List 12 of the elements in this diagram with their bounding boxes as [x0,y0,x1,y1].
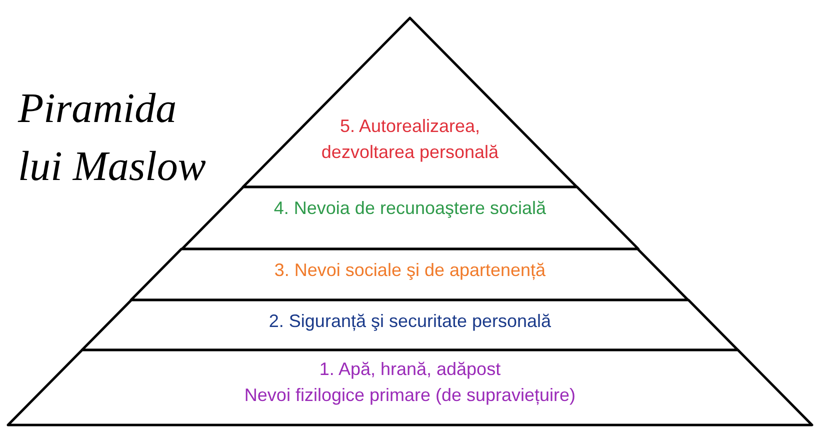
level-label: 1. Apă, hrană, adăpost [319,358,501,381]
pyramid-level [82,300,738,350]
pyramid-level [182,187,638,249]
level-label: 2. Siguranță şi securitate personală [268,310,552,333]
pyramid-level [8,350,812,425]
pyramid-level [131,249,689,300]
pyramid-title: Piramida lui Maslow [18,85,207,192]
pyramid-level [243,18,577,187]
level-label: 4. Nevoia de recunoaştere socială [274,197,546,220]
level-label: 3. Nevoi sociale şi de apartenență [274,259,546,282]
level-label: 5. Autorealizarea, dezvoltarea personală [320,115,500,164]
level-label: Nevoi fizilogice primare (de supraviețuire) [244,384,576,407]
